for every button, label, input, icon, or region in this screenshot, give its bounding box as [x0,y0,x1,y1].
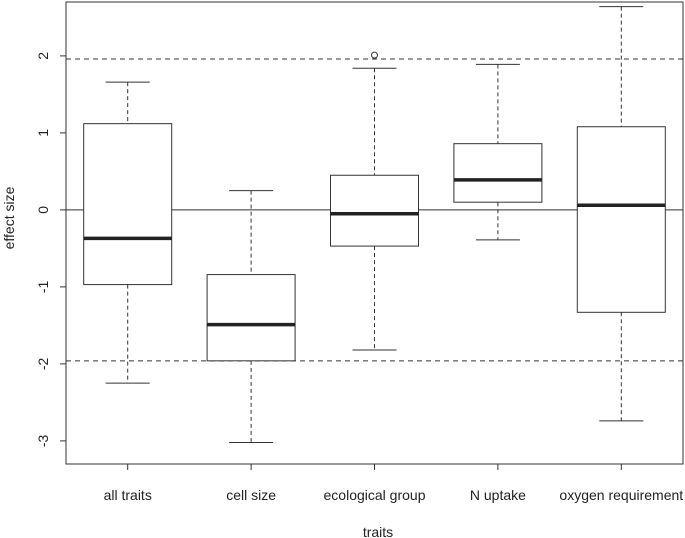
iqr-box [83,123,173,286]
box-group [453,63,543,241]
box-group [330,51,419,351]
y-tick-label: -2 [35,357,51,370]
y-tick-label: 2 [35,52,51,60]
iqr-box [206,274,296,362]
plot-layer: -3 -2 -1 0 1 2 all traits cell size ecological g… [35,1,684,503]
x-tick-label: ecological group [324,487,426,503]
y-axis-label: effect size [1,186,17,249]
x-tick-label: all traits [104,487,152,503]
y-tick-label: 0 [35,206,51,214]
iqr-box [330,174,419,247]
x-axis-label: traits [363,524,393,538]
y-tick-label: 1 [35,129,51,137]
y-tick-label: -1 [35,280,51,293]
box-group [576,6,666,422]
box-group [206,190,296,443]
iqr-box [576,126,666,313]
x-tick-label: N uptake [470,487,526,503]
x-tick-label: cell size [226,487,276,503]
iqr-box [453,143,543,203]
y-tick-label: -3 [35,434,51,447]
outlier-point [371,51,378,59]
box-group [83,81,173,384]
x-tick-label: oxygen requirement [559,487,683,503]
